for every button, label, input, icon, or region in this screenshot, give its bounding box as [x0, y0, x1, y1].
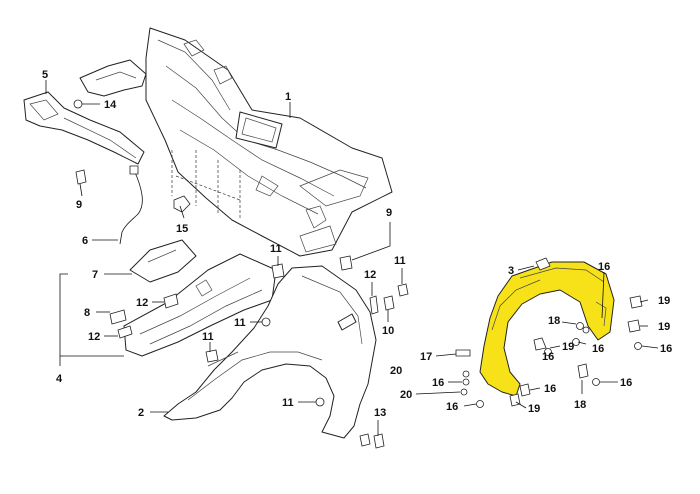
grommet-9-left: [75, 169, 87, 185]
callout-16-a: 16: [598, 261, 610, 273]
callout-9-right: 9: [386, 207, 392, 219]
callout-19-d: 19: [528, 403, 540, 415]
callout-labels: 1 2 3 4 5 6 7 8 9 9 10 11 11 11 11 11 12…: [42, 69, 672, 419]
cowl-side-bracket: [23, 59, 147, 165]
callout-16-h: 16: [544, 383, 556, 395]
callout-14: 14: [104, 99, 117, 111]
callout-1: 1: [285, 91, 291, 103]
callout-16-b: 16: [660, 343, 672, 355]
wheel-arch-liner: [479, 257, 615, 397]
callout-12-b: 12: [88, 331, 100, 343]
callout-20-a: 20: [390, 365, 402, 377]
callout-6: 6: [82, 235, 88, 247]
callout-8: 8: [84, 307, 90, 319]
leader-lines: [45, 80, 659, 436]
callout-15: 15: [176, 223, 188, 235]
callout-16-d: 16: [592, 343, 604, 355]
nut-14: [73, 99, 83, 109]
callout-17: 17: [420, 351, 432, 363]
callout-2: 2: [138, 407, 144, 419]
hood-stay-rod: [119, 165, 143, 245]
callout-16-e: 16: [432, 377, 444, 389]
callout-20-b: 20: [400, 389, 412, 401]
callout-19-a: 19: [658, 295, 670, 307]
callout-11-c: 11: [202, 331, 214, 343]
callout-11-e: 11: [394, 255, 406, 267]
callout-19-b: 19: [658, 321, 670, 333]
callout-10: 10: [382, 325, 394, 337]
callout-11-d: 11: [282, 397, 294, 409]
callout-16-g: 16: [620, 377, 632, 389]
callout-18-a: 18: [548, 315, 560, 327]
callout-4: 4: [56, 373, 63, 385]
clip-15: [173, 195, 191, 213]
callout-7: 7: [92, 269, 98, 281]
callout-16-f: 16: [446, 401, 458, 413]
callout-16-c: 16: [542, 351, 554, 363]
callout-11-a: 11: [270, 243, 282, 255]
front-fender: [163, 265, 377, 439]
callout-12-a: 12: [136, 297, 148, 309]
callout-3: 3: [508, 265, 514, 277]
callout-9-left: 9: [76, 199, 82, 211]
callout-13: 13: [374, 407, 386, 419]
callout-12-c: 12: [364, 269, 376, 281]
fasteners: [205, 255, 409, 449]
callout-18-b: 18: [574, 399, 586, 411]
side-apron-reinforcement: [109, 239, 277, 357]
callout-5: 5: [42, 69, 48, 81]
dash-panel-assembly: [145, 27, 393, 257]
callout-11-b: 11: [234, 317, 246, 329]
callout-19-c: 19: [562, 341, 574, 353]
